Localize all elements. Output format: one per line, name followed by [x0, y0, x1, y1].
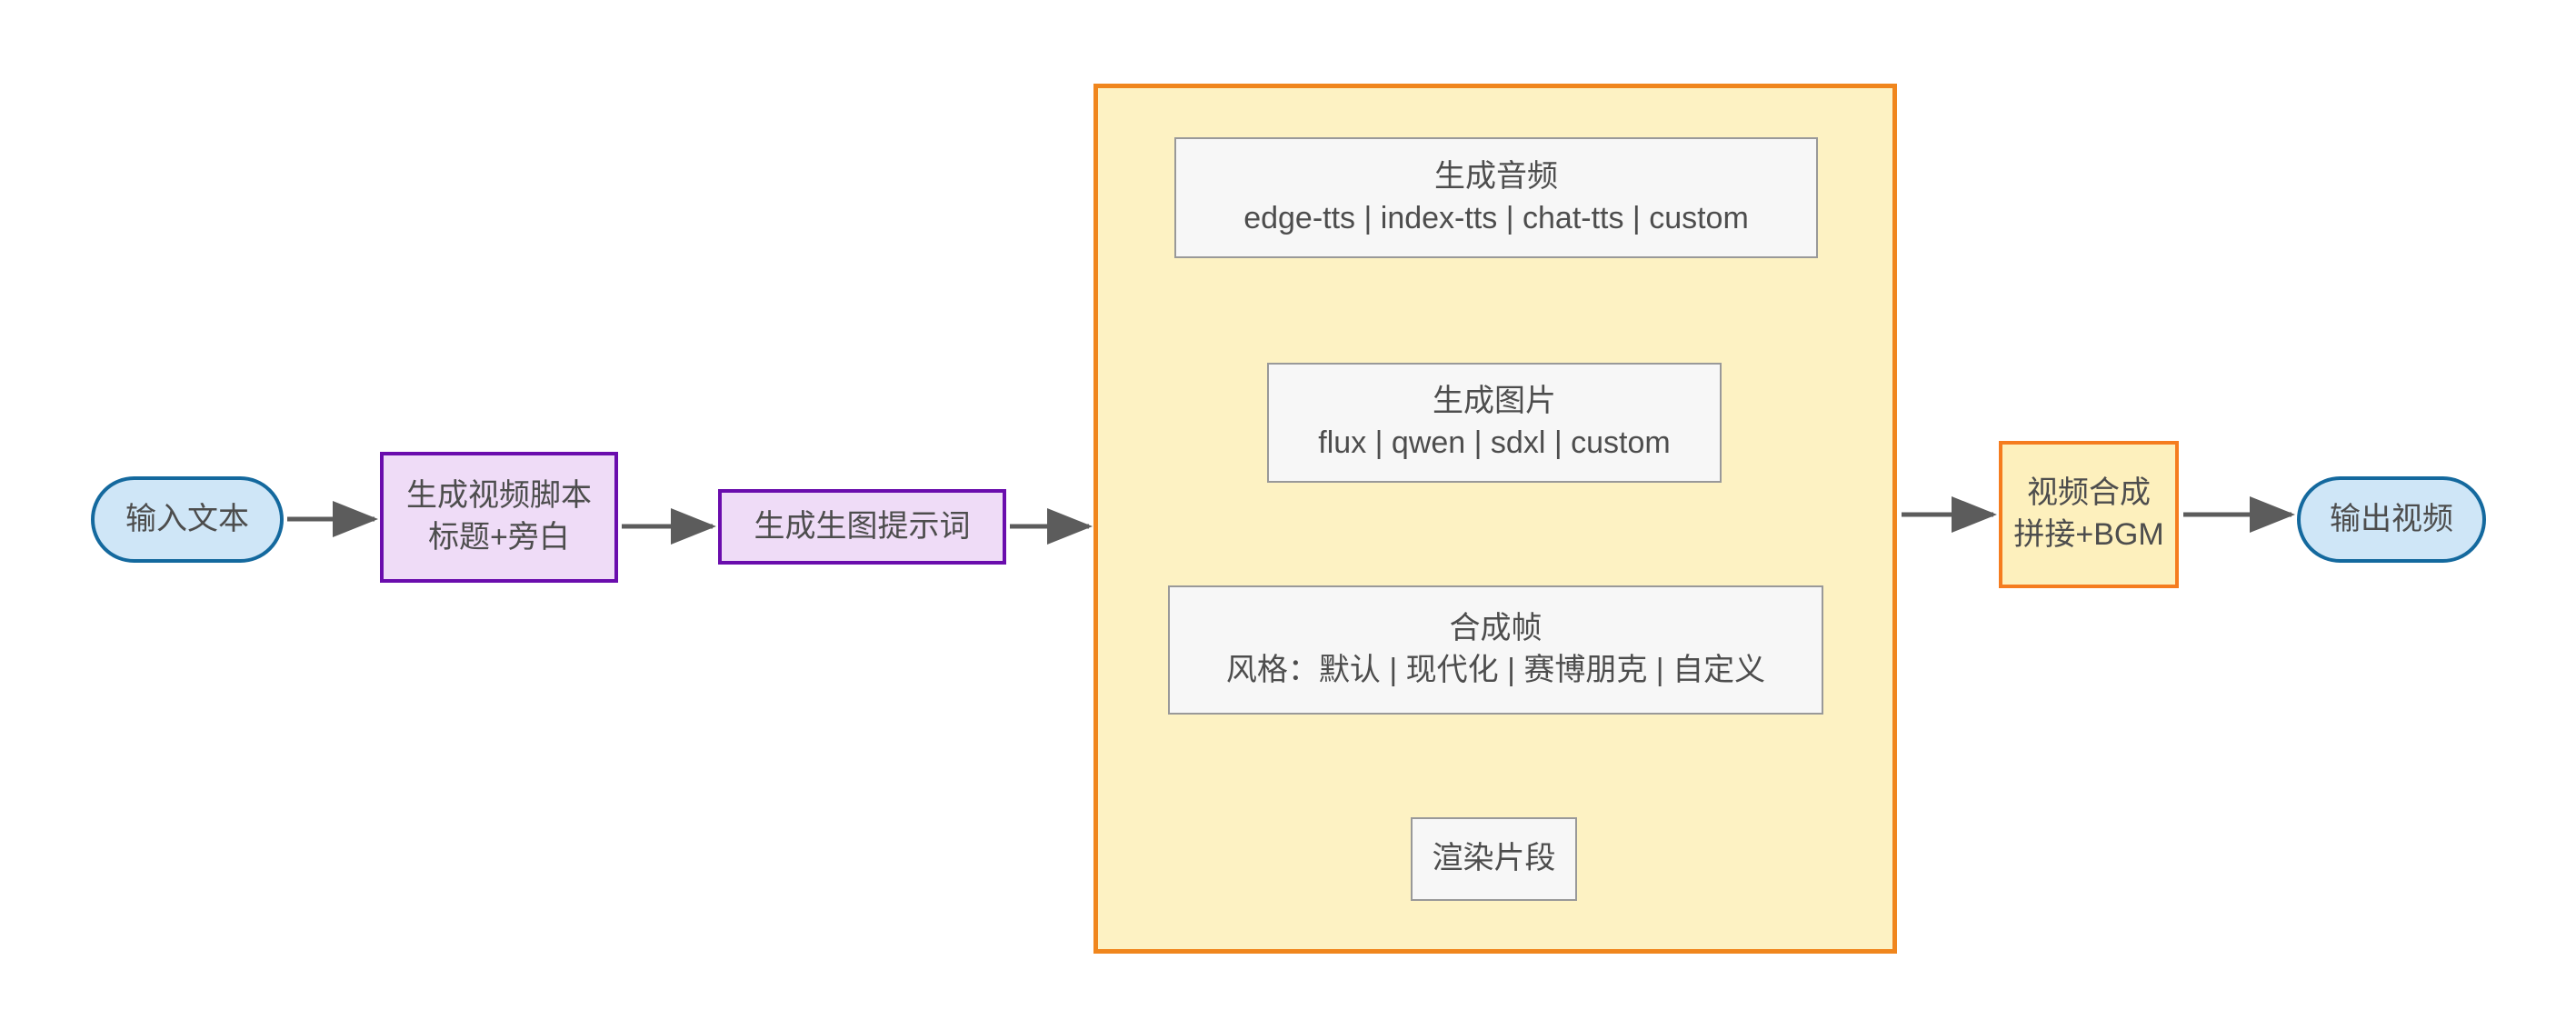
node-generate-audio-line-1: 生成音频 [1434, 158, 1558, 194]
node-video-compose[interactable]: 视频合成 拼接+BGM [1999, 441, 2179, 588]
node-output-video-line-1: 输出视频 [2330, 501, 2453, 536]
node-video-compose-line-1: 视频合成 [2027, 475, 2151, 511]
node-composite-frame[interactable]: 合成帧 风格：默认 | 现代化 | 赛博朋克 | 自定义 [1168, 585, 1823, 715]
node-generate-image-prompt-line-1: 生成生图提示词 [754, 508, 971, 544]
node-composite-frame-line-2: 风格：默认 | 现代化 | 赛博朋克 | 自定义 [1225, 653, 1766, 687]
node-generate-script-line-2: 标题+旁白 [428, 520, 570, 555]
node-input-text[interactable]: 输入文本 [91, 476, 284, 563]
node-input-text-line-1: 输入文本 [125, 501, 249, 536]
node-generate-script-line-1: 生成视频脚本 [406, 478, 592, 514]
node-generate-image-prompt[interactable]: 生成生图提示词 [718, 489, 1006, 565]
node-generate-image[interactable]: 生成图片 flux | qwen | sdxl | custom [1267, 363, 1722, 483]
node-video-compose-line-2: 拼接+BGM [2013, 517, 2164, 552]
node-composite-frame-line-1: 合成帧 [1449, 611, 1543, 646]
node-generate-audio-line-2: edge-tts | index-tts | chat-tts | custom [1243, 200, 1749, 235]
node-generate-image-line-2: flux | qwen | sdxl | custom [1318, 425, 1671, 460]
node-output-video[interactable]: 输出视频 [2297, 476, 2486, 563]
node-render-clip[interactable]: 渲染片段 [1411, 817, 1577, 901]
node-generate-script[interactable]: 生成视频脚本 标题+旁白 [380, 452, 618, 583]
node-render-clip-line-1: 渲染片段 [1432, 841, 1556, 876]
node-generate-audio[interactable]: 生成音频 edge-tts | index-tts | chat-tts | c… [1174, 137, 1818, 258]
node-generate-image-line-1: 生成图片 [1433, 384, 1556, 419]
